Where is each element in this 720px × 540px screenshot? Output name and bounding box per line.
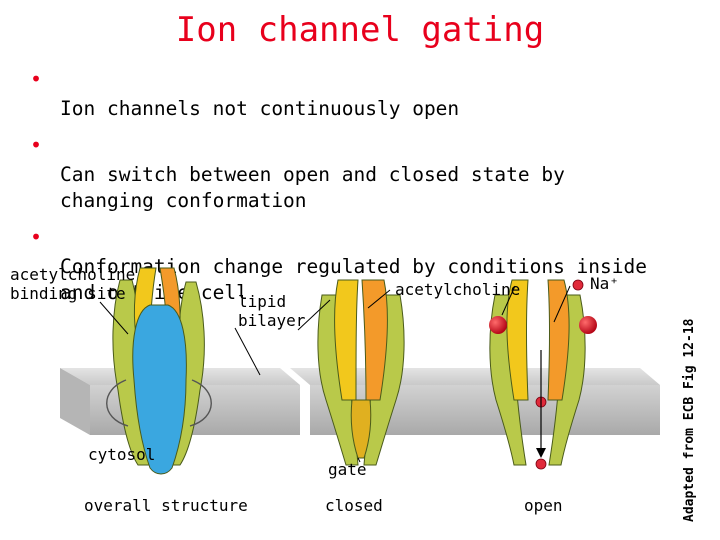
- label-acetylcholine: acetylcholine: [395, 280, 521, 299]
- page-title: Ion channel gating: [175, 10, 545, 50]
- na-ion-top: [572, 279, 584, 291]
- pointer-lines: [99, 285, 571, 463]
- label-gate: gate: [328, 460, 367, 479]
- label-cytosol: cytosol: [88, 445, 156, 464]
- acetylcholine-ion-right: [579, 316, 597, 334]
- label-lipid-bilayer: lipid bilayer: [238, 292, 306, 330]
- bullet-dot: •: [30, 67, 43, 91]
- na-ion-bottom: [535, 458, 547, 470]
- label-closed: closed: [325, 496, 383, 515]
- bullet-dot: •: [30, 133, 43, 157]
- bullet-item-2: • Can switch between open and closed stat…: [28, 133, 688, 214]
- channel-closed: [317, 279, 405, 466]
- label-na-ion: Na⁺: [590, 274, 619, 293]
- figure-credit-text: Adapted from ECB Fig 12-18: [682, 318, 697, 523]
- label-overall-structure: overall structure: [84, 496, 248, 515]
- ion-channel-illustration: [60, 267, 660, 475]
- bullet-text: Conformation change regulated by conditi…: [60, 255, 647, 304]
- bullet-list: • Ion channels not continuously open • Can…: [28, 67, 688, 320]
- label-open: open: [524, 496, 563, 515]
- channel-open: [489, 279, 586, 466]
- ion-particles: [489, 279, 597, 470]
- bullet-text: Ion channels not continuously open: [60, 97, 460, 120]
- bullet-item-1: • Ion channels not continuously open: [28, 67, 688, 122]
- label-binding-site: acetylcholine binding site: [10, 265, 136, 303]
- bullet-item-3: • Conformation change regulated by condit…: [28, 225, 688, 306]
- channel-overall: [106, 267, 212, 475]
- bullet-text: Can switch between open and closed state…: [60, 163, 565, 212]
- acetylcholine-ion-left: [489, 316, 507, 334]
- bullet-dot: •: [30, 225, 43, 249]
- ion-channel-figure: acetylcholine binding site lipid bilayer…: [0, 250, 690, 540]
